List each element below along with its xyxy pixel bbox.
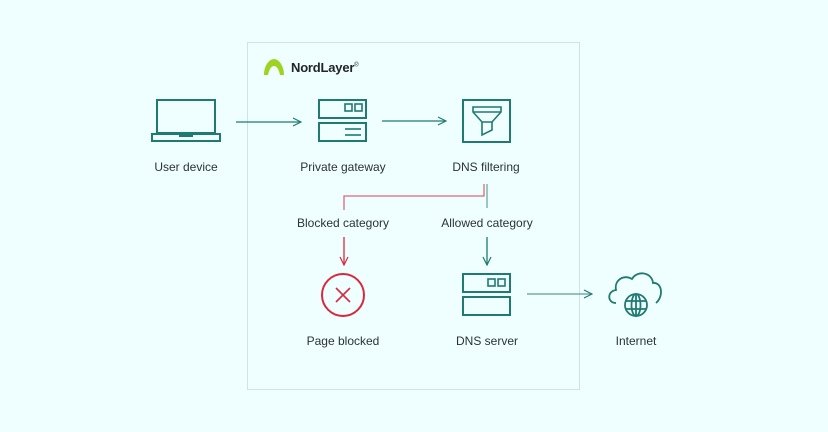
private-gateway-label: Private gateway [300,160,386,174]
brand-name-text: NordLayer [291,59,355,75]
dns-server-label: DNS server [455,334,519,348]
trademark-mark: ® [354,62,359,69]
user-device-label: User device [154,160,218,174]
blocked-category-label: Blocked category [296,216,390,230]
page-blocked-label: Page blocked [306,334,380,348]
blocked-branch-line [343,184,485,210]
dns-server-icon [462,273,511,316]
x-circle-icon [321,273,365,317]
nordlayer-logo: NordLayer® [263,58,359,76]
funnel-filter-icon [462,99,511,143]
brand-name: NordLayer® [291,59,359,75]
allowed-category-label: Allowed category [441,216,533,230]
laptop-icon [151,99,221,142]
cloud-globe-icon [608,272,662,317]
nordlayer-logo-icon [264,59,284,75]
nordlayer-boundary-frame [247,42,580,390]
gateway-server-icon [318,99,367,142]
internet-label: Internet [615,334,657,348]
dns-filtering-label: DNS filtering [452,160,520,174]
